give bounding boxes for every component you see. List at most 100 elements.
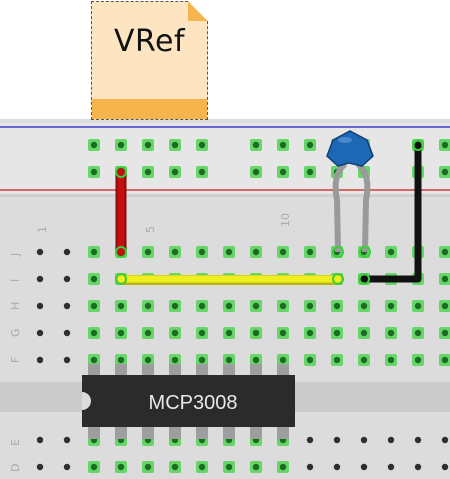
breadboard-hole[interactable] — [117, 463, 125, 471]
breadboard-hole[interactable] — [387, 356, 395, 364]
breadboard-hole[interactable] — [63, 275, 71, 283]
breadboard-hole[interactable] — [90, 463, 98, 471]
breadboard-hole[interactable] — [171, 248, 179, 256]
breadboard-hole[interactable] — [279, 356, 287, 364]
breadboard-hole[interactable] — [198, 356, 206, 364]
breadboard-hole[interactable] — [441, 356, 449, 364]
breadboard-hole[interactable] — [360, 436, 368, 444]
breadboard-hole[interactable] — [252, 329, 260, 337]
breadboard-hole[interactable] — [36, 356, 44, 364]
rail-hole[interactable] — [441, 168, 449, 176]
breadboard-hole[interactable] — [279, 463, 287, 471]
rail-hole[interactable] — [171, 168, 179, 176]
breadboard-hole[interactable] — [171, 302, 179, 310]
wire-endpoint[interactable] — [115, 246, 127, 258]
breadboard-hole[interactable] — [90, 356, 98, 364]
breadboard-hole[interactable] — [306, 302, 314, 310]
breadboard-hole[interactable] — [198, 248, 206, 256]
breadboard-hole[interactable] — [306, 436, 314, 444]
rail-hole[interactable] — [198, 168, 206, 176]
rail-hole[interactable] — [198, 141, 206, 149]
rail-hole[interactable] — [171, 141, 179, 149]
breadboard-hole[interactable] — [90, 248, 98, 256]
breadboard-hole[interactable] — [441, 302, 449, 310]
breadboard-hole[interactable] — [198, 329, 206, 337]
rail-hole[interactable] — [144, 168, 152, 176]
vref-note[interactable]: VRef — [91, 1, 208, 120]
breadboard-hole[interactable] — [225, 329, 233, 337]
rail-hole[interactable] — [279, 168, 287, 176]
breadboard-hole[interactable] — [144, 356, 152, 364]
breadboard-hole[interactable] — [144, 302, 152, 310]
breadboard-hole[interactable] — [441, 275, 449, 283]
breadboard-hole[interactable] — [333, 356, 341, 364]
breadboard-hole[interactable] — [36, 302, 44, 310]
breadboard-hole[interactable] — [225, 356, 233, 364]
breadboard-hole[interactable] — [171, 329, 179, 337]
breadboard-hole[interactable] — [36, 248, 44, 256]
breadboard-hole[interactable] — [441, 436, 449, 444]
breadboard-hole[interactable] — [414, 329, 422, 337]
rail-hole[interactable] — [144, 141, 152, 149]
wire-endpoint[interactable] — [332, 273, 344, 285]
wire-endpoint[interactable] — [412, 139, 424, 151]
breadboard-hole[interactable] — [414, 436, 422, 444]
breadboard-hole[interactable] — [441, 248, 449, 256]
breadboard-hole[interactable] — [144, 329, 152, 337]
breadboard-hole[interactable] — [225, 302, 233, 310]
breadboard-hole[interactable] — [306, 329, 314, 337]
breadboard-hole[interactable] — [333, 302, 341, 310]
rail-hole[interactable] — [252, 168, 260, 176]
wire-endpoint[interactable] — [115, 273, 127, 285]
breadboard-hole[interactable] — [252, 463, 260, 471]
breadboard-hole[interactable] — [63, 356, 71, 364]
breadboard-hole[interactable] — [387, 436, 395, 444]
breadboard-hole[interactable] — [333, 463, 341, 471]
breadboard-hole[interactable] — [387, 329, 395, 337]
breadboard-hole[interactable] — [90, 275, 98, 283]
breadboard-hole[interactable] — [387, 463, 395, 471]
breadboard-hole[interactable] — [414, 356, 422, 364]
breadboard-hole[interactable] — [441, 329, 449, 337]
breadboard-hole[interactable] — [171, 463, 179, 471]
ceramic-capacitor[interactable] — [326, 130, 374, 167]
rail-hole[interactable] — [441, 141, 449, 149]
breadboard-hole[interactable] — [360, 356, 368, 364]
breadboard-hole[interactable] — [279, 248, 287, 256]
wire-endpoint[interactable] — [359, 246, 371, 258]
rail-hole[interactable] — [252, 141, 260, 149]
breadboard-hole[interactable] — [144, 248, 152, 256]
wire-endpoint[interactable] — [358, 273, 370, 285]
breadboard-hole[interactable] — [441, 463, 449, 471]
wire-endpoint[interactable] — [115, 166, 127, 178]
breadboard-hole[interactable] — [252, 302, 260, 310]
breadboard-hole[interactable] — [333, 436, 341, 444]
breadboard-hole[interactable] — [117, 356, 125, 364]
breadboard-hole[interactable] — [117, 302, 125, 310]
breadboard-hole[interactable] — [36, 436, 44, 444]
breadboard-hole[interactable] — [306, 248, 314, 256]
rail-hole[interactable] — [306, 168, 314, 176]
breadboard-hole[interactable] — [63, 436, 71, 444]
breadboard-hole[interactable] — [36, 463, 44, 471]
breadboard-hole[interactable] — [306, 356, 314, 364]
breadboard-hole[interactable] — [63, 248, 71, 256]
breadboard-hole[interactable] — [360, 463, 368, 471]
rail-hole[interactable] — [90, 141, 98, 149]
breadboard-hole[interactable] — [414, 302, 422, 310]
breadboard-hole[interactable] — [144, 463, 152, 471]
breadboard-hole[interactable] — [279, 329, 287, 337]
breadboard-hole[interactable] — [90, 302, 98, 310]
breadboard-hole[interactable] — [225, 463, 233, 471]
rail-hole[interactable] — [306, 141, 314, 149]
black-wire[interactable] — [360, 141, 422, 283]
breadboard-hole[interactable] — [387, 302, 395, 310]
breadboard-hole[interactable] — [63, 463, 71, 471]
breadboard-hole[interactable] — [171, 356, 179, 364]
wire-endpoint[interactable] — [332, 246, 344, 258]
rail-hole[interactable] — [90, 168, 98, 176]
breadboard-hole[interactable] — [36, 275, 44, 283]
mcp3008-chip[interactable]: MCP3008 — [82, 364, 295, 439]
breadboard-hole[interactable] — [63, 302, 71, 310]
